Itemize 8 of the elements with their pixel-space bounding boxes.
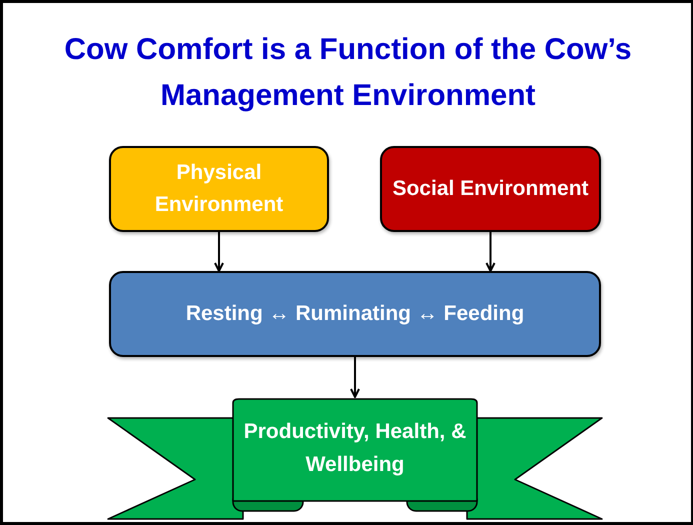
arrow bbox=[214, 232, 224, 272]
title: Cow Comfort is a Function of the Cow’s Management Environment bbox=[63, 32, 633, 114]
ribbon-text: Productivity, Health, & Wellbeing bbox=[242, 419, 468, 478]
arrow bbox=[486, 232, 496, 272]
process-box: Social Environment bbox=[380, 146, 601, 232]
process-box: Resting ↔ Ruminating ↔ Feeding bbox=[109, 271, 601, 357]
arrow bbox=[350, 357, 360, 398]
process-box: Physical Environment bbox=[109, 146, 329, 232]
